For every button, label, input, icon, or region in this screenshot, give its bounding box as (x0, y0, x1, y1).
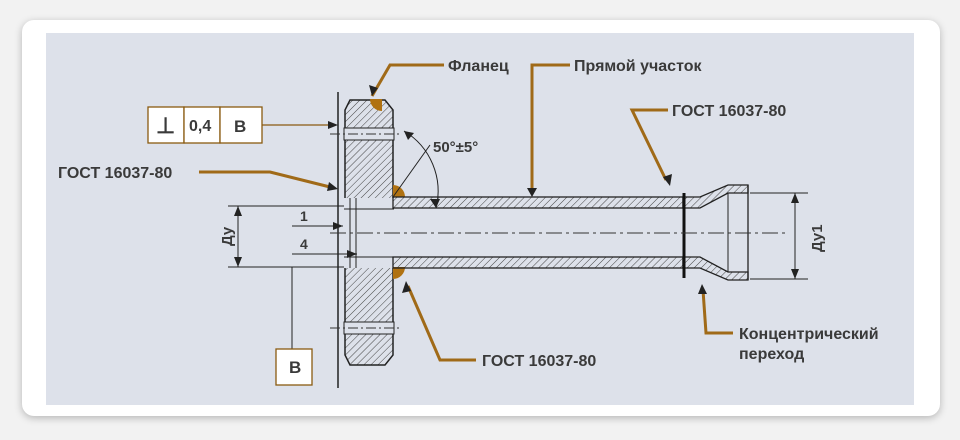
dimension-du (228, 205, 344, 268)
leader-arrows (327, 85, 707, 294)
label-du: Ду (219, 226, 236, 246)
tolerance-datum: В (234, 117, 246, 136)
label-concentric-line1: Концентрический (739, 326, 879, 343)
concentric-reducer (682, 184, 749, 281)
dimension-1-4 (292, 222, 357, 258)
label-straight-section: Прямой участок (574, 58, 702, 75)
tolerance-value: 0,4 (189, 118, 211, 135)
dimension-du1 (750, 192, 808, 280)
label-dim-4: 4 (300, 236, 308, 252)
angle-dimension (392, 130, 440, 209)
label-flange: Фланец (448, 58, 509, 75)
datum-letter: В (289, 358, 301, 377)
label-dim-1: 1 (300, 208, 308, 224)
label-du1: Ду1 (809, 224, 826, 252)
tolerance-symbol: ⊥ (156, 113, 175, 138)
tolerance-frame (147, 106, 338, 144)
label-gost-left: ГОСТ 16037-80 (58, 165, 172, 182)
weld-mark-bottom (393, 267, 405, 279)
label-angle: 50°±5° (433, 139, 478, 156)
weld-mark-flange (370, 99, 382, 111)
label-gost-right: ГОСТ 16037-80 (672, 103, 786, 120)
weld-mark-top (393, 185, 405, 197)
label-gost-bottom: ГОСТ 16037-80 (482, 353, 596, 370)
label-concentric-line2: переход (739, 346, 804, 363)
drawing-panel (46, 33, 914, 405)
datum-box (275, 267, 313, 386)
leader-lines (199, 63, 733, 362)
